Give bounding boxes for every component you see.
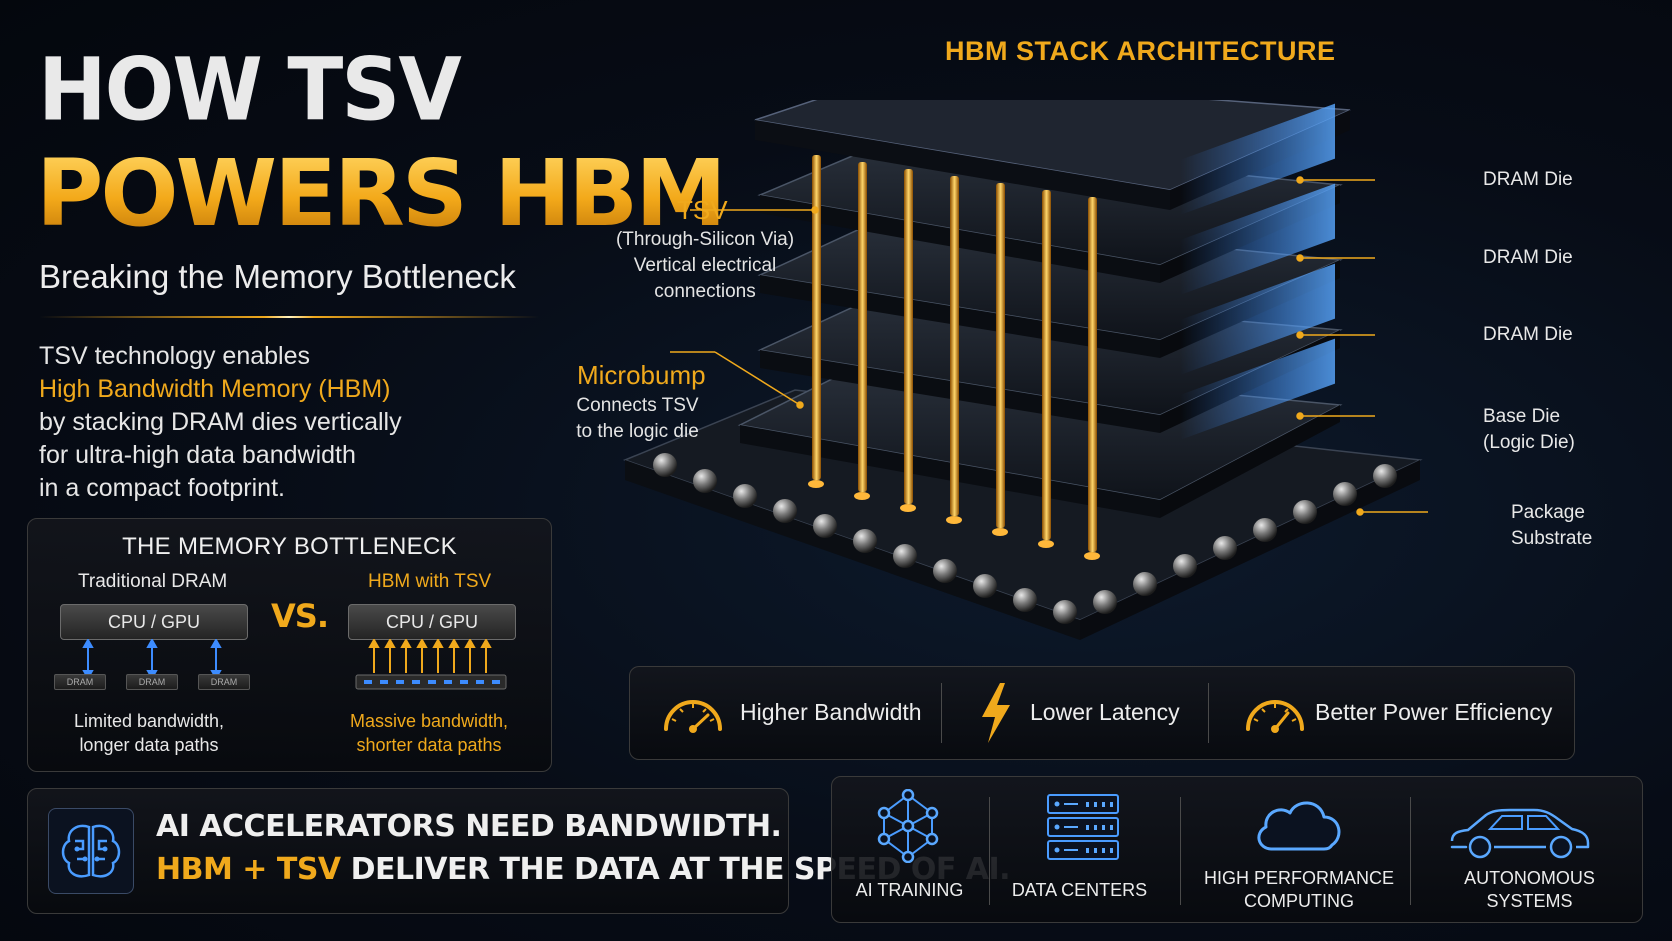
benefit-separator bbox=[1208, 683, 1209, 743]
layer-label-dram-2: DRAM Die bbox=[1483, 247, 1573, 268]
dram-module: DRAM bbox=[198, 674, 250, 690]
intro-line-4: for ultra-high data bandwidth bbox=[39, 441, 356, 469]
hbm-caption: Massive bandwidth, shorter data paths bbox=[324, 709, 534, 757]
brain-icon bbox=[61, 824, 121, 878]
dram-module: DRAM bbox=[54, 674, 106, 690]
car-icon bbox=[1450, 808, 1590, 859]
intro-line-1: TSV technology enables bbox=[39, 342, 311, 370]
app-autonomous-line-1: AUTONOMOUS bbox=[1464, 868, 1595, 888]
layer-label-package: Package Substrate bbox=[1511, 500, 1592, 552]
microbump-callout-text: Connects TSV to the logic die bbox=[560, 393, 715, 445]
traditional-caption-line-2: longer data paths bbox=[79, 735, 219, 755]
microbump-callout-title: Microbump bbox=[577, 360, 706, 390]
traditional-heading: Traditional DRAM bbox=[78, 571, 228, 592]
traditional-caption-line-1: Limited bandwidth, bbox=[73, 711, 225, 731]
app-hpc-line-2: COMPUTING bbox=[1244, 891, 1354, 911]
brain-icon-frame bbox=[48, 808, 134, 894]
subtitle: Breaking the Memory Bottleneck bbox=[39, 258, 516, 295]
blue-data-lanes bbox=[1180, 103, 1335, 440]
app-hpc-line-1: HIGH PERFORMANCE bbox=[1203, 868, 1394, 888]
tsv-callout-title: TSV bbox=[677, 195, 728, 225]
tsv-callout-line-1: (Through-Silicon Via) bbox=[615, 229, 795, 250]
neural-network-icon bbox=[877, 789, 939, 863]
app-autonomous-line-2: SYSTEMS bbox=[1486, 891, 1573, 911]
base-die-line-2: (Logic Die) bbox=[1483, 432, 1575, 453]
app-separator bbox=[1410, 797, 1411, 905]
server-rack-icon bbox=[1047, 794, 1119, 860]
layer-label-dram-3: DRAM Die bbox=[1483, 324, 1573, 345]
hbm-arrows bbox=[355, 639, 507, 690]
hbm-stack-illustration bbox=[622, 100, 1428, 640]
cloud-icon bbox=[1257, 801, 1341, 851]
layer-label-base-die: Base Die (Logic Die) bbox=[1483, 404, 1575, 456]
dram-module: DRAM bbox=[126, 674, 178, 690]
benefit-separator bbox=[941, 683, 942, 743]
package-line-1: Package bbox=[1511, 502, 1585, 523]
lightning-icon bbox=[982, 683, 1010, 743]
diagram-title: HBM STACK ARCHITECTURE bbox=[945, 36, 1336, 66]
title-divider bbox=[39, 316, 539, 318]
package-line-2: Substrate bbox=[1511, 528, 1593, 549]
ai-banner-highlight: HBM + TSV bbox=[156, 852, 341, 887]
title-line-1: HOW TSV bbox=[38, 40, 462, 141]
microbumps bbox=[808, 480, 1100, 560]
efficiency-gauge-icon bbox=[1246, 700, 1304, 733]
benefit-lower-latency: Lower Latency bbox=[1030, 699, 1180, 725]
hbm-caption-line-2: shorter data paths bbox=[356, 735, 502, 755]
traditional-caption: Limited bandwidth, longer data paths bbox=[44, 709, 254, 757]
benefit-higher-bandwidth: Higher Bandwidth bbox=[740, 699, 922, 725]
applications-panel: AI TRAINING DATA CENTERS HIGH PERFORMANC… bbox=[831, 776, 1643, 923]
ai-banner-line-1: AI ACCELERATORS NEED BANDWIDTH. bbox=[156, 809, 782, 844]
solder-balls bbox=[653, 453, 1397, 624]
layer-label-dram-1: DRAM Die bbox=[1483, 169, 1573, 190]
hbm-caption-line-1: Massive bandwidth, bbox=[349, 711, 509, 731]
intro-line-5: in a compact footprint. bbox=[39, 474, 285, 502]
app-autonomous: AUTONOMOUS SYSTEMS bbox=[1422, 867, 1637, 913]
ai-banner: AI ACCELERATORS NEED BANDWIDTH. HBM + TS… bbox=[27, 788, 1011, 914]
app-data-centers: DATA CENTERS bbox=[1011, 880, 1148, 900]
bottleneck-title: THE MEMORY BOTTLENECK bbox=[122, 533, 457, 560]
microbump-callout-line-2: to the logic die bbox=[576, 421, 699, 442]
tsv-callout-line-3: connections bbox=[654, 281, 756, 302]
intro-paragraph: TSV technology enables High Bandwidth Me… bbox=[39, 340, 539, 505]
base-die-line-1: Base Die bbox=[1483, 406, 1561, 427]
hbm-cpu-chip: CPU / GPU bbox=[348, 604, 516, 640]
bottleneck-panel: THE MEMORY BOTTLENECK Traditional DRAM C… bbox=[27, 518, 552, 772]
intro-line-2: High Bandwidth Memory (HBM) bbox=[39, 375, 391, 403]
tsv-callout-line-2: Vertical electrical bbox=[633, 255, 777, 276]
benefit-power-efficiency: Better Power Efficiency bbox=[1315, 699, 1553, 725]
tsv-callout-text: (Through-Silicon Via) Vertical electrica… bbox=[605, 227, 805, 305]
title-line-2: POWERS HBM bbox=[36, 140, 727, 247]
app-hpc: HIGH PERFORMANCE COMPUTING bbox=[1184, 867, 1414, 913]
app-ai-training: AI TRAINING bbox=[855, 880, 964, 900]
traditional-cpu-chip: CPU / GPU bbox=[60, 604, 248, 640]
intro-line-3: by stacking DRAM dies vertically bbox=[39, 408, 402, 436]
microbump-callout-line-1: Connects TSV bbox=[576, 395, 699, 416]
speedometer-icon bbox=[664, 700, 722, 733]
benefits-bar: Higher Bandwidth Lower Latency Better Po… bbox=[629, 666, 1575, 760]
tsv-pillars bbox=[812, 155, 1097, 552]
app-separator bbox=[1180, 797, 1181, 905]
vs-label: VS. bbox=[271, 597, 329, 635]
leader-lines bbox=[670, 176, 1428, 516]
hbm-heading: HBM with TSV bbox=[368, 571, 492, 592]
app-separator bbox=[989, 797, 990, 905]
